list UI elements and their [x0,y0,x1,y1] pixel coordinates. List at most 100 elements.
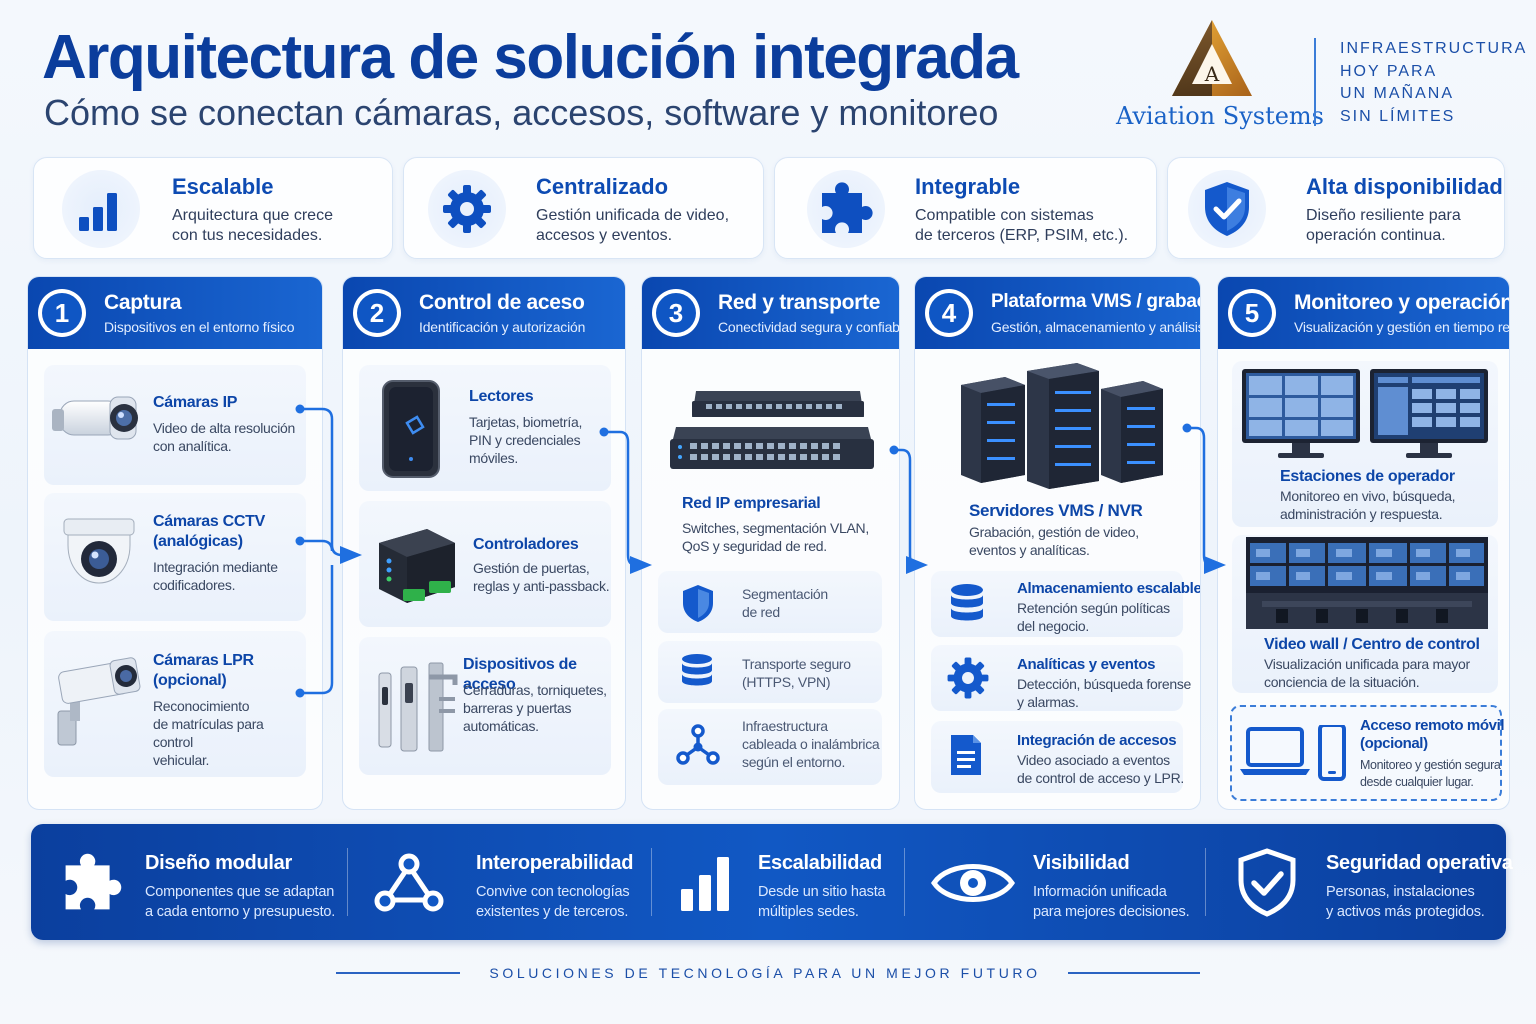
page-subtitle: Cómo se conectan cámaras, accesos, softw… [44,92,999,133]
card-reader-icon [382,380,440,478]
item-camaras-cctv: Cámaras CCTV(analógicas) Integración med… [44,493,306,621]
benefit-desc: Gestión unificada de video,accesos y eve… [536,207,730,244]
pillar-title: Visibilidad [1033,852,1130,874]
main-title: Servidores VMS / NVR [969,501,1143,520]
stage-header: 2 Control de aceso Identificación y auto… [343,277,625,349]
stage-title: Control de aceso [419,291,585,314]
controller-icon [379,529,455,603]
item-title: Cámaras CCTV(analógicas) [153,513,266,550]
stage-subtitle: Identificación y autorización [419,319,586,335]
pillar-divider [904,848,905,916]
pillar-title: Seguridad operativa [1326,852,1513,874]
pillar-title: Interoperabilidad [476,852,634,874]
eye-icon [931,848,1015,918]
network-nodes-icon [374,848,444,918]
tagline: INFRAESTRUCTURA HOY PARA UN MAÑANA SIN L… [1340,40,1528,125]
database-icon [951,584,983,621]
main-desc: Grabación, gestión de video,eventos y an… [969,524,1139,558]
footer-line-left [336,972,460,974]
item-title: Analíticas y eventos [1017,656,1156,673]
item-title: Controladores [473,536,579,553]
stage-header: 3 Red y transporte Conectividad segura y… [642,277,899,349]
triangle-logo-icon: A [1172,20,1252,96]
pillar-divider [1205,848,1206,916]
benefit-title: Centralizado [536,174,669,199]
item-estaciones-operador: Estaciones de operador Monitoreo en vivo… [1232,361,1498,527]
gear-icon [947,657,989,699]
item-acceso-remoto: Acceso remoto móvil(opcional) Monitoreo … [1230,705,1505,801]
stage-number: 5 [1228,289,1276,337]
item-title: Lectores [469,388,534,405]
item-title: Cámaras LPR(opcional) [153,652,254,689]
stage-title: Plataforma VMS / grabación [991,291,1200,312]
benefit-card-alta-disponibilidad: Alta disponibilidad Diseño resiliente pa… [1167,157,1505,259]
footer-slogan: SOLUCIONES DE TECNOLOGÍA PARA UN MEJOR F… [489,965,1041,981]
stage-subtitle: Visualización y gestión en tiempo real [1294,319,1510,335]
benefit-title: Alta disponibilidad [1306,174,1503,199]
turnstile-icon [378,662,458,752]
stage-number: 2 [353,289,401,337]
benefit-title: Escalable [172,174,274,199]
brand-name: Aviation Systems [1116,102,1324,130]
stage-control-acceso: 2 Control de aceso Identificación y auto… [342,276,626,810]
item-video-wall: Video wall / Centro de control Visualiza… [1232,535,1498,693]
network-switch-icon [670,391,874,469]
item-desc: Cerraduras, torniquetes,barreras y puert… [463,682,607,734]
stage-title: Captura [104,291,182,314]
benefit-title: Integrable [915,174,1021,199]
item-desc: Gestión de puertas,reglas y anti-passbac… [473,560,610,594]
item-title: Video wall / Centro de control [1264,636,1480,653]
document-icon [951,735,981,775]
logo-letter: A [1204,62,1220,86]
database-icon [682,654,712,686]
stage-number: 4 [925,289,973,337]
item-almacenamiento: Almacenamiento escalable Retención según… [931,571,1200,637]
shield-check-icon [1188,170,1266,248]
stage-red-transporte: 3 Red y transporte Conectividad segura y… [641,276,900,810]
stage-number: 1 [38,289,86,337]
stage-header: 4 Plataforma VMS / grabación Gestión, al… [915,277,1200,349]
logo-divider [1314,38,1316,126]
puzzle-icon [807,170,885,248]
shield-icon [683,585,713,622]
dome-camera-icon [63,518,135,584]
server-icon [961,363,1163,489]
gear-icon [428,170,506,248]
item-integracion-accesos: Integración de accesos Video asociado a … [931,721,1184,793]
item-title: Almacenamiento escalable [1017,580,1201,597]
benefit-card-centralizado: Centralizado Gestión unificada de video,… [403,157,764,259]
shield-check-icon [1232,848,1302,918]
pillar-seguridad-operativa: Seguridad operativa Personas, instalacio… [1206,824,1513,940]
page-title: Arquitectura de solución integrada [42,23,1019,92]
pillar-divider [651,848,652,916]
item-title: Dispositivos de acceso [463,656,577,693]
pillar-title: Escalabilidad [758,852,882,874]
item-title: Cámaras IP [153,394,238,411]
stage-subtitle: Dispositivos en el entorno físico [104,319,295,335]
footer-line-right [1068,972,1200,974]
stage-header: 5 Monitoreo y operación Visualización y … [1218,277,1509,349]
stage-monitoreo: 5 Monitoreo y operación Visualización y … [1217,276,1510,810]
item-lectores: Lectores Tarjetas, biometría,PIN y crede… [359,365,611,491]
lpr-camera-icon [57,657,141,746]
